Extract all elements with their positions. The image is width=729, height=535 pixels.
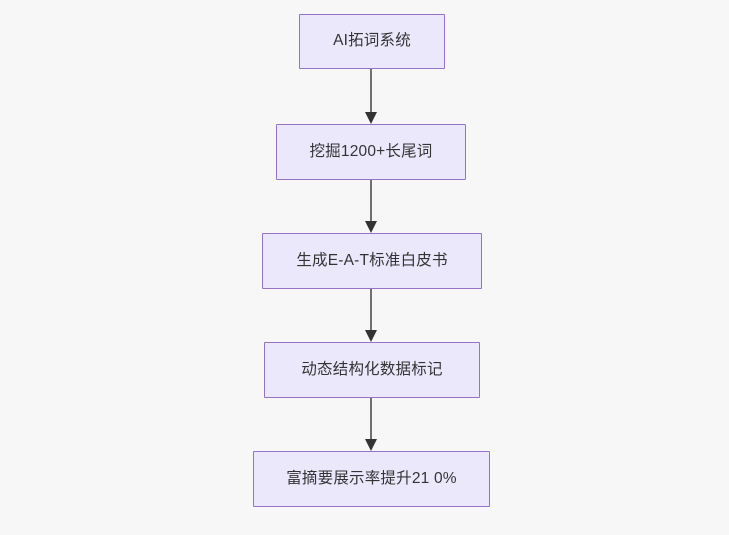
flow-node-label: AI拓词系统: [333, 32, 411, 50]
flow-node-label: 动态结构化数据标记: [301, 360, 443, 378]
flow-node-mine-longtail-keywords[interactable]: 挖掘1200+长尾词: [276, 124, 466, 180]
flow-node-label: 富摘要展示率提升21 0%: [286, 469, 457, 487]
edge-n2-n3: [356, 180, 386, 233]
flow-node-label: 生成E-A-T标准白皮书: [296, 251, 448, 269]
flow-node-label: 挖掘1200+长尾词: [309, 142, 433, 160]
edge-n4-n5: [356, 398, 386, 451]
flow-node-ai-keyword-system[interactable]: AI拓词系统: [299, 14, 445, 69]
flow-node-generate-eat-whitepaper[interactable]: 生成E-A-T标准白皮书: [262, 233, 482, 289]
flow-node-dynamic-structured-data-markup[interactable]: 动态结构化数据标记: [264, 342, 480, 398]
edge-n1-n2: [356, 69, 386, 124]
edge-n3-n4: [356, 289, 386, 342]
flow-node-rich-snippet-impression-lift[interactable]: 富摘要展示率提升21 0%: [253, 451, 490, 507]
